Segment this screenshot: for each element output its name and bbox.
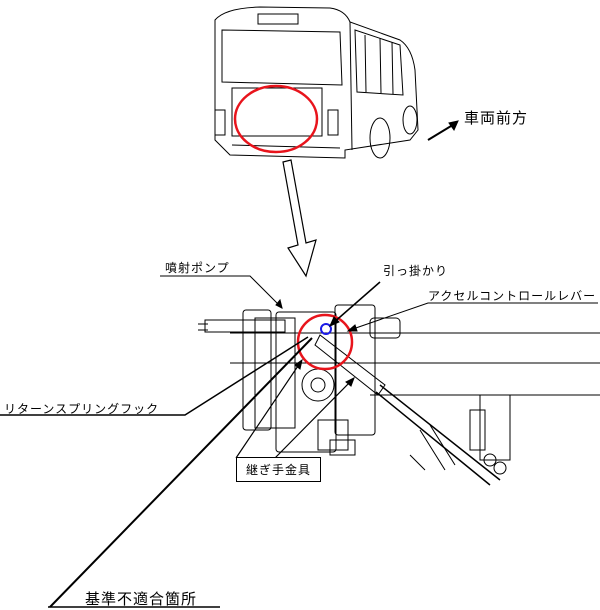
bus-illustration [214,6,419,159]
vehicle-front-label: 車両前方 [464,109,529,127]
nonconformity-label: 基準不適合箇所 [85,590,198,608]
pump-illustration [198,304,600,486]
return-spring-hook-label: リターンスプリングフック [4,402,160,416]
catch-label: 引っ掛かり [383,264,449,278]
leader-lines [0,275,598,608]
joint-fitting-label: 継ぎ手金具 [236,457,322,482]
injection-pump-label: 噴射ポンプ [165,261,230,275]
bus-highlight-ellipse [233,84,319,154]
catch-highlight-circle [320,323,332,335]
zoom-arrow [282,159,317,278]
accel-lever-label: アクセルコントロールレバー [428,289,597,303]
problem-highlight-circle [296,313,354,371]
